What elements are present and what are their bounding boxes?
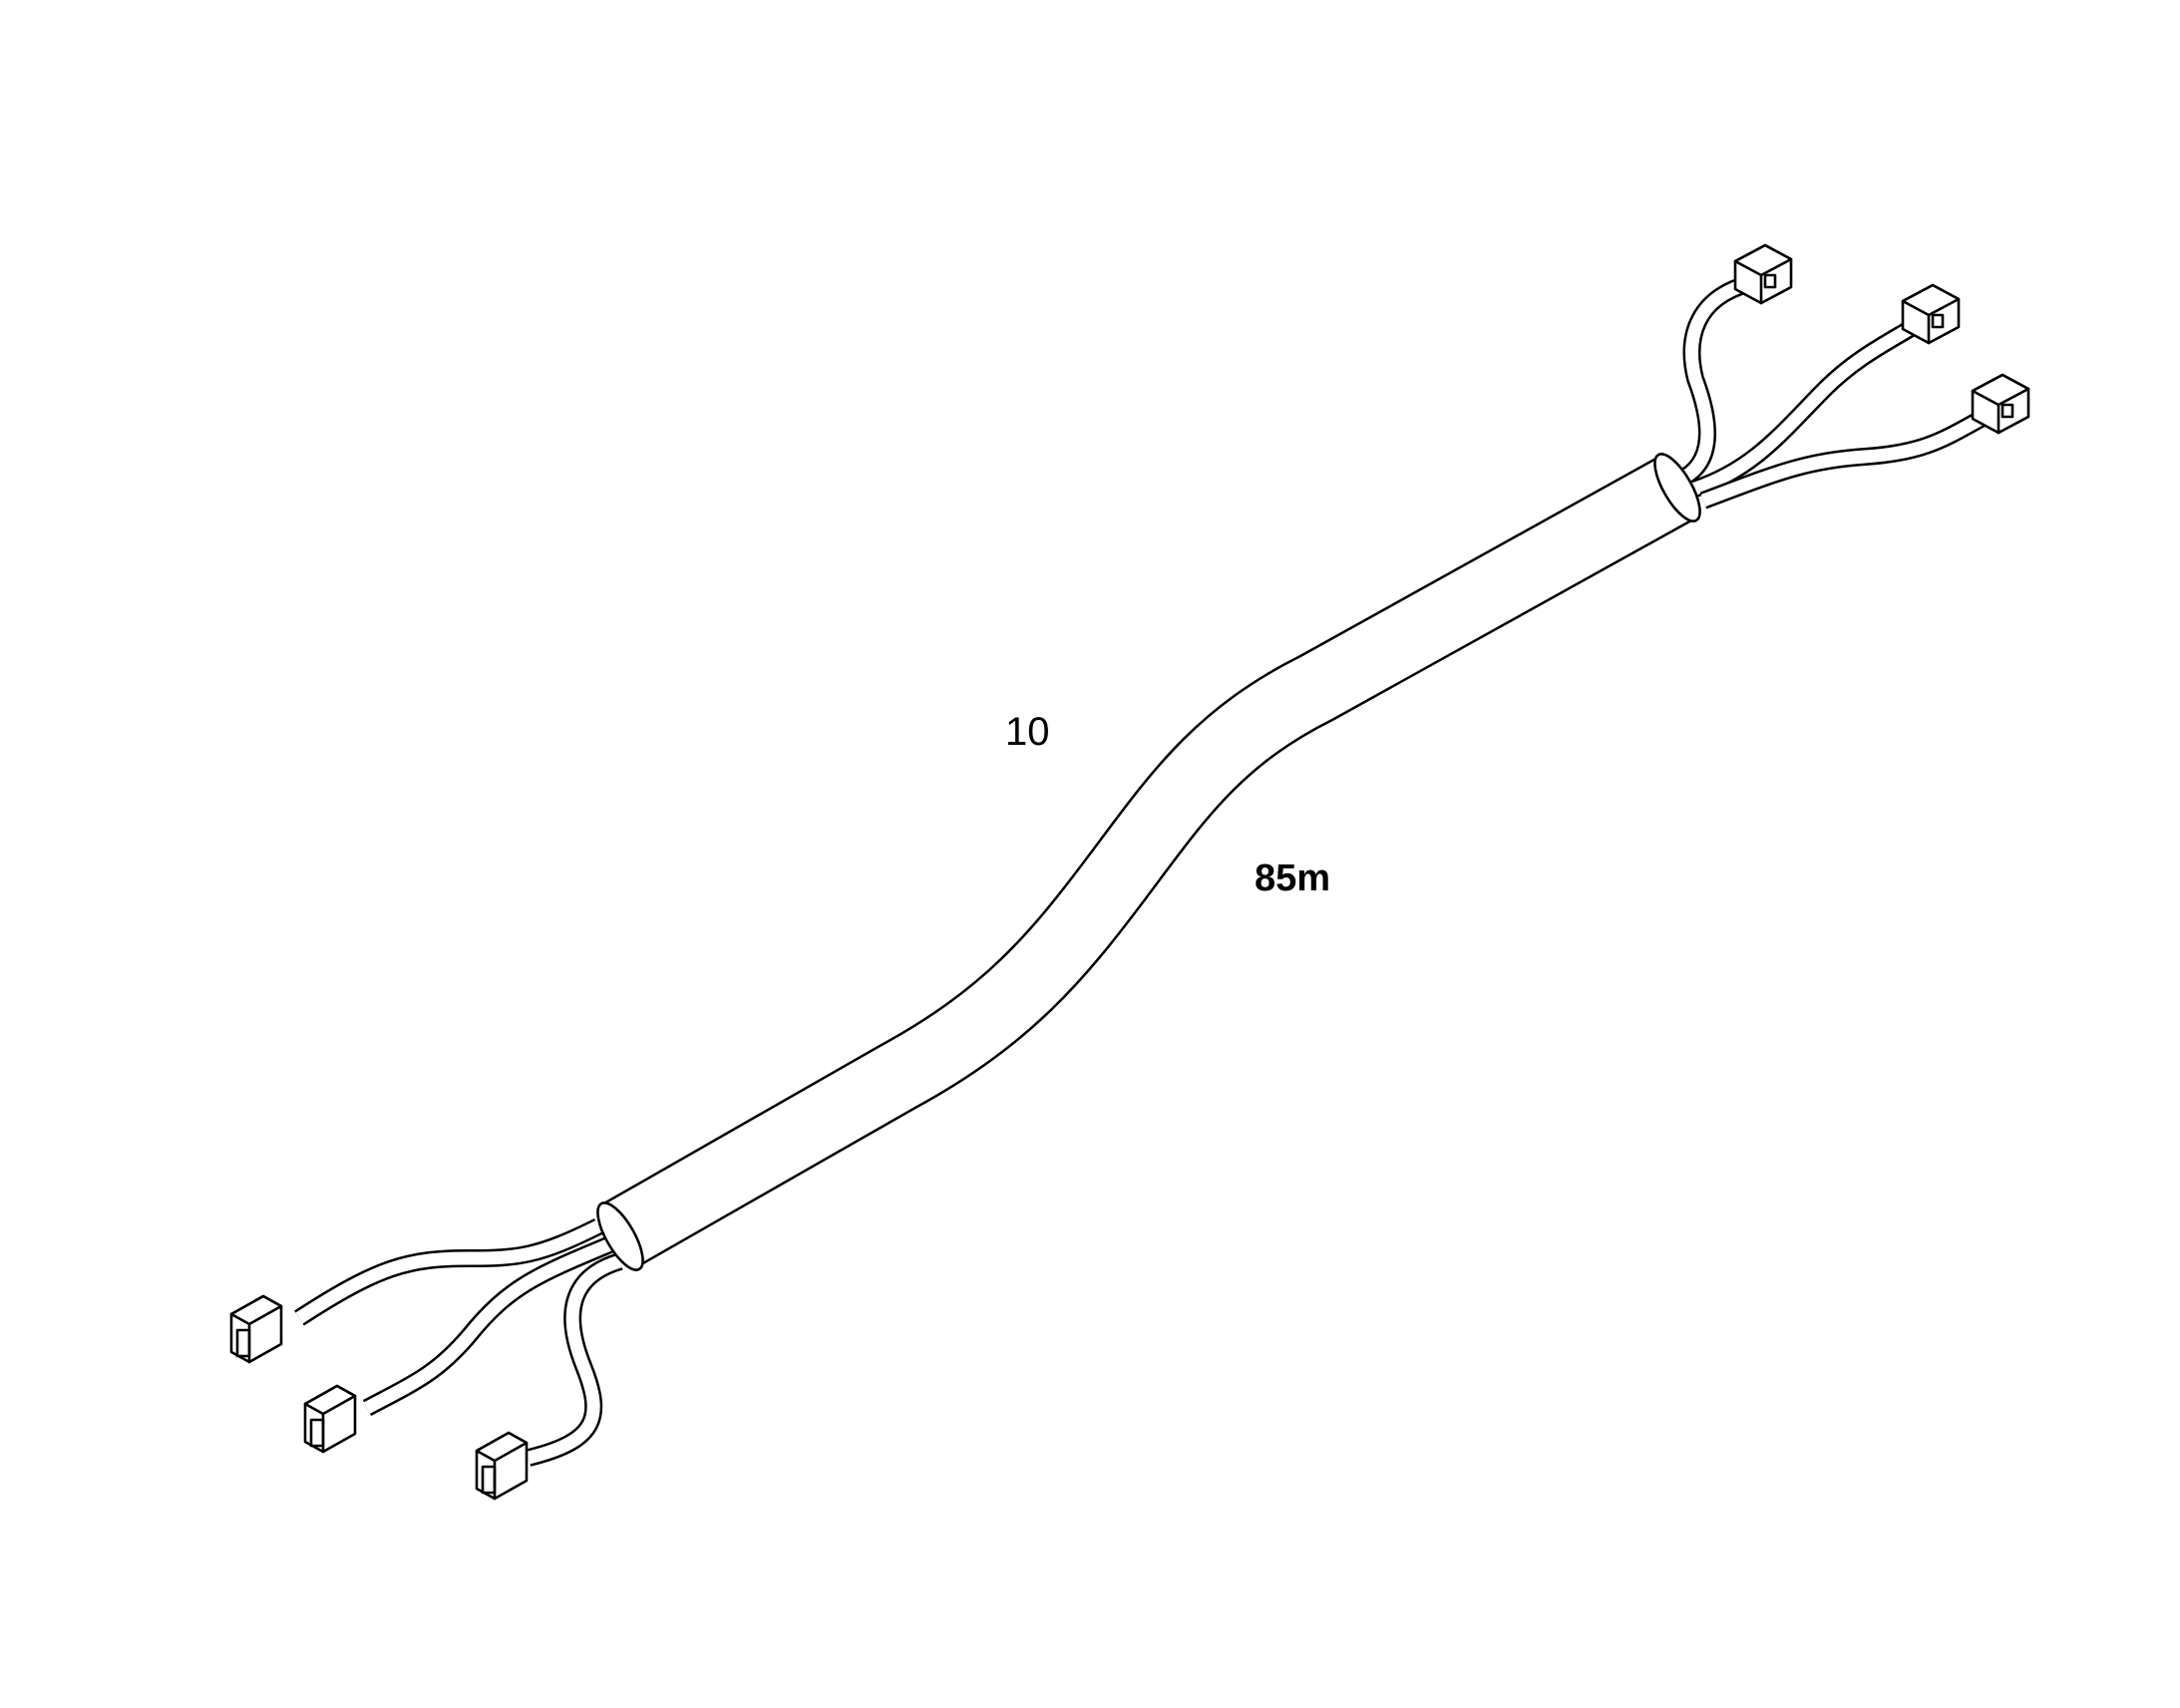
cable-length-label: 85m xyxy=(1255,857,1331,899)
connector-icon xyxy=(229,1294,283,1364)
left-wires xyxy=(294,1217,623,1467)
cable-sheath xyxy=(596,453,1701,1271)
item-number-label: 10 xyxy=(1005,710,1050,754)
sheath-end-right xyxy=(1653,453,1701,522)
connector-icon xyxy=(1733,243,1793,305)
connector-icon xyxy=(1971,373,2030,435)
sheath-end-left xyxy=(596,1201,644,1271)
connector-icon xyxy=(303,1384,357,1454)
right-wires xyxy=(1679,275,1990,510)
connector-icon xyxy=(475,1431,529,1501)
connector-icon xyxy=(1901,283,1961,345)
